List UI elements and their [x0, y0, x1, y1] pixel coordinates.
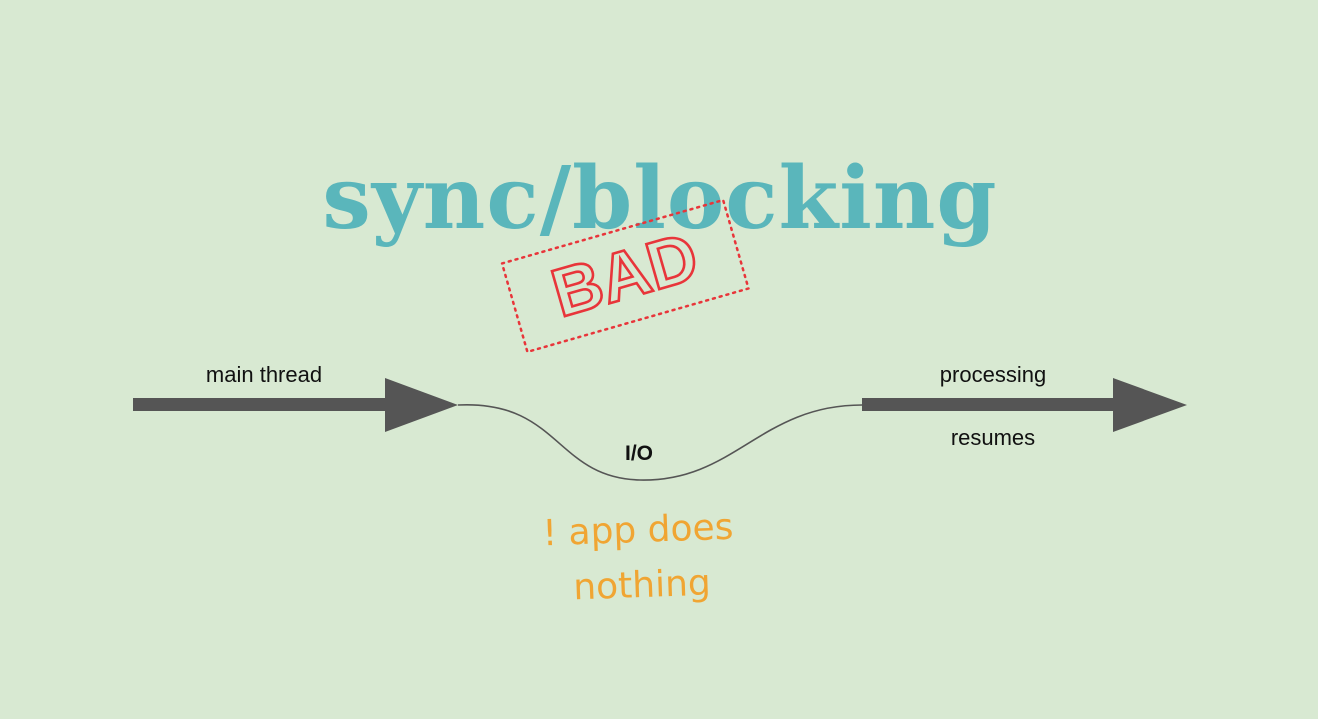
main-thread-arrow-head	[385, 378, 458, 432]
processing-arrow-shaft	[862, 398, 1120, 411]
io-curve	[457, 404, 863, 481]
io-label: I/O	[625, 442, 653, 465]
main-thread-arrow-shaft	[133, 398, 395, 411]
resumes-label: resumes	[951, 425, 1035, 450]
main-thread-label: main thread	[206, 362, 322, 387]
processing-arrow-head	[1113, 378, 1187, 432]
note-line-2: nothing	[573, 563, 712, 609]
note-line-1: ! app does	[542, 507, 734, 555]
title: sync/blocking	[322, 148, 997, 249]
processing-label: processing	[940, 362, 1046, 387]
main-thread-arrow	[133, 378, 458, 432]
stamp-dotted-border	[500, 198, 751, 354]
processing-arrow	[862, 378, 1187, 432]
